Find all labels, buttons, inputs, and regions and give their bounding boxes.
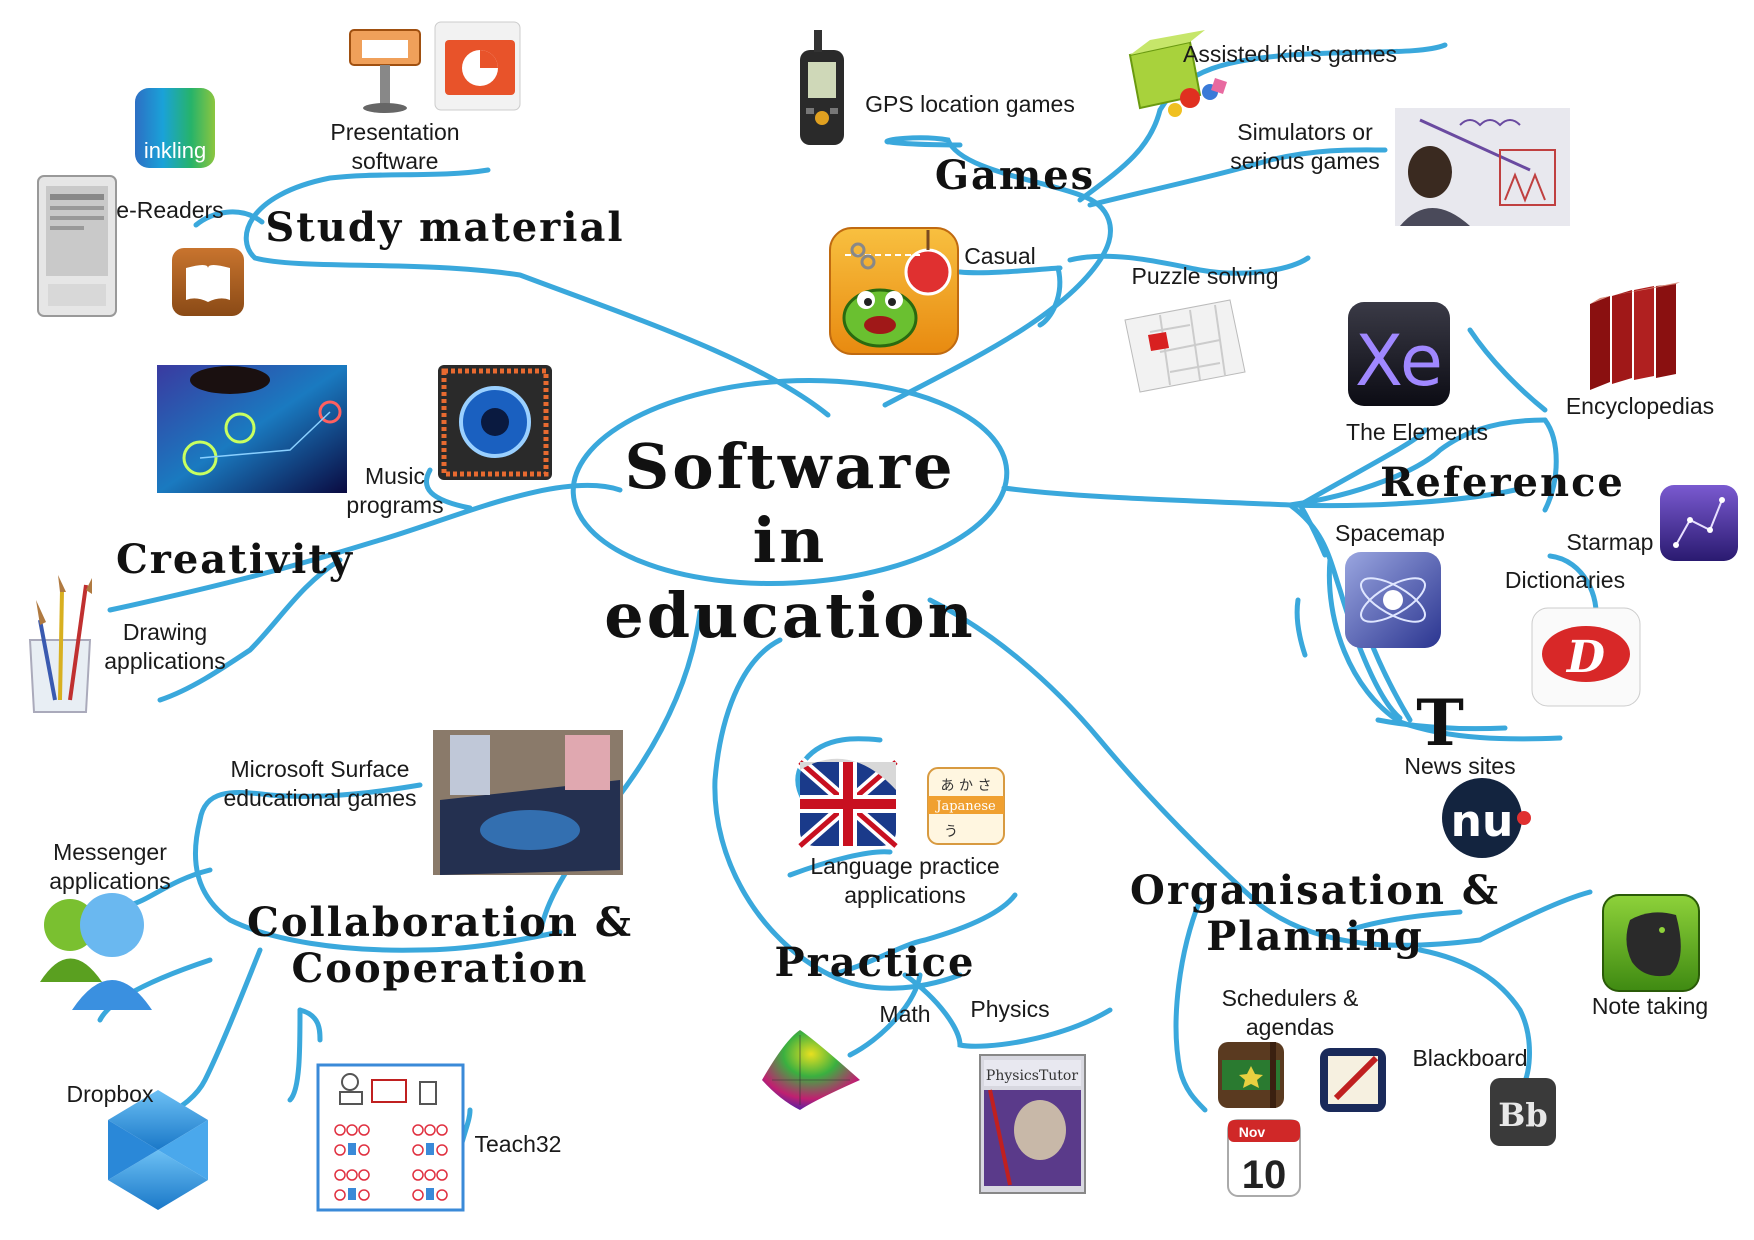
calendar-icon: Nov 10	[1227, 1119, 1301, 1197]
inkling-app-icon: inkling	[135, 88, 215, 168]
label-drawing-applications: Drawing applications	[104, 619, 226, 674]
connector-creativity	[107, 482, 623, 613]
simulator-photo	[1395, 108, 1570, 226]
branch-creativity[interactable]: Creativity	[115, 536, 355, 583]
label-microsoft-surface: Microsoft Surface educational games	[223, 756, 417, 811]
label-presentation-software: Presentation software	[330, 119, 460, 174]
surface-table-photo	[433, 730, 623, 875]
evernote-icon	[1602, 894, 1700, 992]
label-puzzle-solving: Puzzle solving	[1131, 263, 1279, 289]
language-practice-flag-icon	[796, 757, 900, 851]
nu-news-icon: nu	[1442, 778, 1531, 858]
svg-text:Nov: Nov	[1239, 1124, 1266, 1140]
label-gps-location-games: GPS location games	[865, 91, 1075, 117]
dropbox-icon	[108, 1090, 208, 1210]
keynote-icon	[349, 29, 421, 113]
label-music-programs: Music programs	[346, 463, 444, 518]
touch-table-photo	[157, 365, 347, 493]
branch-games[interactable]: Games	[934, 152, 1096, 199]
branch-practice[interactable]: Practice	[774, 939, 976, 986]
label-note-taking: Note taking	[1591, 993, 1709, 1019]
label-physics: Physics	[970, 996, 1050, 1022]
dictionary-app-icon: D	[1531, 607, 1641, 707]
label-schedulers: Schedulers & agendas	[1221, 985, 1359, 1040]
physics-tutor-box-icon: PhysicsTutor	[979, 1054, 1086, 1194]
svg-text:う: う	[944, 824, 958, 840]
label-blackboard: Blackboard	[1412, 1045, 1528, 1071]
svg-text:Xe: Xe	[1355, 320, 1443, 402]
ibooks-icon	[172, 248, 244, 316]
label-the-elements: The Elements	[1346, 419, 1488, 445]
math-surface-plot-icon	[762, 1030, 860, 1110]
label-math: Math	[879, 1001, 931, 1027]
label-language-practice: Language practice applications	[810, 853, 1000, 908]
casual-game-icon	[829, 227, 959, 355]
label-messenger: Messenger applications	[49, 839, 171, 894]
svg-text:PhysicsTutor: PhysicsTutor	[986, 1068, 1078, 1084]
label-news-sites: News sites	[1404, 753, 1516, 779]
paint-brushes-icon	[28, 575, 92, 713]
svg-text:Bb: Bb	[1498, 1096, 1547, 1134]
label-spacemap: Spacemap	[1335, 520, 1445, 546]
label-teach32: Teach32	[474, 1131, 562, 1157]
label-starmap: Starmap	[1566, 529, 1654, 555]
the-elements-icon: Xe	[1348, 302, 1450, 406]
svg-text:D: D	[1565, 632, 1605, 683]
teach32-classroom-diagram	[316, 1063, 465, 1212]
encyclopedia-books-icon	[1590, 282, 1680, 390]
svg-text:Japanese: Japanese	[934, 799, 996, 814]
svg-text:10: 10	[1242, 1153, 1287, 1197]
spacemap-icon	[1345, 552, 1441, 648]
svg-text:nu: nu	[1451, 796, 1514, 847]
powerpoint-icon	[434, 21, 521, 111]
blackboard-icon: Bb	[1490, 1078, 1556, 1146]
connector-games	[882, 135, 1113, 408]
e-reader-device-icon	[37, 175, 117, 317]
label-casual: Casual	[964, 243, 1036, 269]
music-program-icon	[438, 365, 552, 480]
branch-reference[interactable]: Reference	[1380, 459, 1625, 506]
branch-organisation[interactable]: Organisation & Planning	[1130, 867, 1500, 960]
label-e-readers: e-Readers	[116, 197, 224, 223]
label-dropbox: Dropbox	[66, 1081, 154, 1107]
label-assisted-kids-games: Assisted kid's games	[1182, 41, 1398, 67]
branch-collaboration[interactable]: Collaboration & Cooperation	[247, 899, 633, 992]
label-simulators: Simulators or serious games	[1230, 119, 1380, 174]
scheduler-notebook-icon	[1218, 1042, 1284, 1108]
kids-game-toy-icon	[1128, 30, 1227, 117]
svg-text:あ か さ: あ か さ	[941, 778, 992, 794]
svg-text:T: T	[1416, 686, 1464, 761]
center-node-outline	[570, 378, 1010, 586]
gps-device-icon	[800, 30, 844, 145]
connector-organisation	[927, 597, 1483, 948]
svg-text:inkling: inkling	[144, 138, 206, 163]
label-dictionaries: Dictionaries	[1504, 567, 1626, 593]
japanese-app-icon: あ か さ Japanese う	[927, 767, 1005, 845]
messenger-icon	[40, 893, 152, 1010]
agenda-notepad-icon	[1320, 1048, 1386, 1112]
nyt-logo-icon: T	[1416, 686, 1464, 761]
label-encyclopedias: Encyclopedias	[1565, 393, 1715, 419]
puzzle-icon	[1124, 299, 1246, 393]
connector-practice	[712, 637, 963, 991]
center-title: Software in education	[604, 430, 976, 652]
starmap-icon	[1660, 485, 1738, 561]
branch-study-material[interactable]: Study material	[265, 204, 625, 251]
connector-study-material	[243, 167, 831, 418]
